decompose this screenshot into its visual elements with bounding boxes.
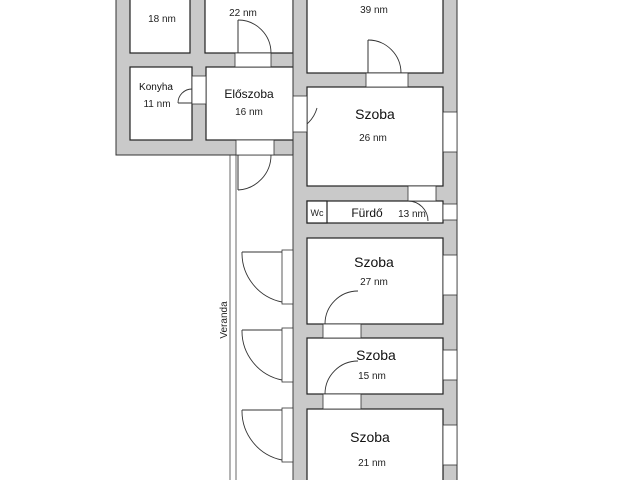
room-bathroom-area: 13 nm [398,209,426,220]
wc-label: Wc [311,208,324,218]
room-hallway-area: 16 nm [235,107,263,118]
wc-cubicle [306,200,328,224]
veranda-label: Veranda [219,301,230,339]
room-kitchen-name: Konyha [139,82,173,93]
room-top-middle [204,0,294,54]
room-kitchen-area: 11 nm [143,99,170,110]
window-bathroom [442,203,458,221]
room-top-right-area: 39 nm [360,5,388,16]
room-szoba-4 [306,408,444,480]
room-szoba-2-area: 27 nm [360,277,388,288]
window-szoba-3 [442,349,458,381]
window-szoba-2 [442,254,458,296]
right-wing [292,0,458,480]
room-top-left [129,0,191,54]
room-bathroom-name: Fürdő [351,206,383,220]
door-kitchen [177,75,207,105]
door-veranda-1 [241,249,294,305]
room-szoba-1 [306,86,444,187]
door-szoba-3 [322,360,362,410]
room-szoba-3-name: Szoba [356,347,396,363]
room-hallway [205,66,295,141]
door-bathroom [407,185,437,222]
doors [177,19,437,463]
left-wing [115,0,301,156]
room-szoba-2 [306,237,444,325]
door-hallway-szoba [292,95,318,133]
room-hallway-name: Előszoba [224,87,274,101]
room-szoba-1-area: 26 nm [359,133,387,144]
room-szoba-3-area: 15 nm [358,371,386,382]
door-hallway-veranda [235,139,275,191]
labels: 18 nm 22 nm 39 nm Konyha 11 nm Előszoba … [139,5,426,469]
room-szoba-3 [306,337,444,395]
room-szoba-4-name: Szoba [350,429,390,445]
room-szoba-1-name: Szoba [355,106,395,122]
room-szoba-4-area: 21 nm [358,458,386,469]
door-veranda-3 [241,407,294,463]
room-szoba-2-name: Szoba [354,254,394,270]
door-szoba-2 [322,290,362,339]
room-top-left-area: 18 nm [148,14,176,25]
room-top-right [306,0,444,74]
door-veranda-2 [241,327,294,383]
room-top-middle-area: 22 nm [229,8,257,19]
door-top-right [365,39,409,88]
window-szoba-1 [442,111,458,153]
window-szoba-4 [442,424,458,466]
door-top-middle [234,19,272,68]
